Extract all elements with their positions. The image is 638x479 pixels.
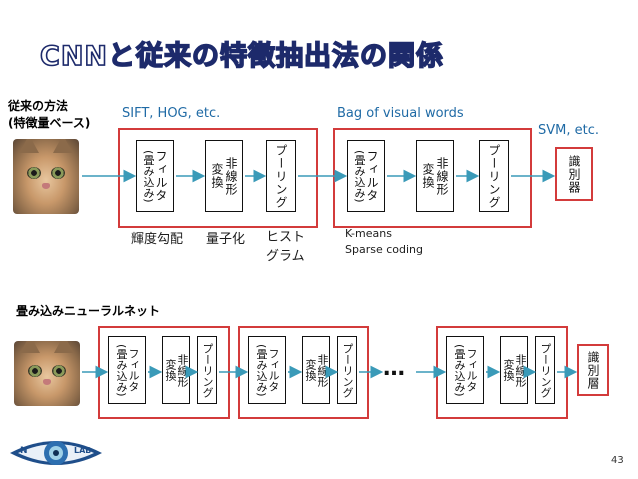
nonlinear-block: 変換非線形 xyxy=(205,140,243,212)
eye-logo-icon xyxy=(10,441,102,465)
bow-group-box xyxy=(333,128,532,228)
sift-group-box xyxy=(118,128,318,228)
bag-of-visual-words-label: Bag of visual words xyxy=(337,106,464,121)
pooling-block: プーリング xyxy=(479,140,509,212)
cat-eye xyxy=(52,365,66,377)
ellipsis: … xyxy=(383,356,408,381)
filter-block: (畳み込み)フィルタ xyxy=(347,140,385,212)
caption-quantization: 量子化 xyxy=(206,232,246,247)
cat-image xyxy=(14,341,80,406)
caption-histogram: ヒスト グラム xyxy=(266,230,306,264)
cat-image xyxy=(13,139,79,214)
sift-hog-label: SIFT, HOG, etc. xyxy=(122,106,221,121)
filter-block: (畳み込み)フィルタ xyxy=(248,336,286,404)
page-number: 43 xyxy=(611,455,624,466)
cat-eye xyxy=(28,365,42,377)
pooling-block: プーリング xyxy=(197,336,217,404)
conventional-heading: 従来の方法 (特徴量ベース) xyxy=(8,99,91,130)
cat-eye xyxy=(51,167,65,179)
caption-kmeans: K-means Sparse coding xyxy=(345,227,423,256)
nonlinear-block: 変換非線形 xyxy=(302,336,330,404)
cat-nose xyxy=(43,379,51,385)
pooling-block: プーリング xyxy=(266,140,296,212)
filter-block: (畳み込み)フィルタ xyxy=(136,140,174,212)
page-title: CNNと従来の特徴抽出法の関係 xyxy=(39,40,445,73)
logo-lab-text: LAB xyxy=(74,446,92,455)
svm-label: SVM, etc. xyxy=(538,123,600,138)
caption-gradient: 輝度勾配 xyxy=(131,232,184,247)
cat-eye xyxy=(27,167,41,179)
nonlinear-block: 変換非線形 xyxy=(500,336,528,404)
cat-nose xyxy=(42,183,50,189)
logo-letter-n: N xyxy=(20,446,28,456)
classifier-block: 識別器 xyxy=(555,147,593,201)
filter-block: (畳み込み)フィルタ xyxy=(108,336,146,404)
nonlinear-block: 変換非線形 xyxy=(416,140,454,212)
lab-logo: N LAB xyxy=(6,435,106,471)
cnn-heading: 畳み込みニューラルネット xyxy=(16,304,161,318)
classification-layer-block: 識別層 xyxy=(577,344,609,396)
filter-block: (畳み込み)フィルタ xyxy=(446,336,484,404)
